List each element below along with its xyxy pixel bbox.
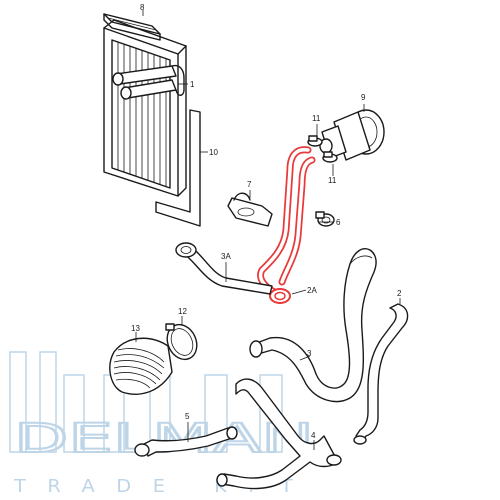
part-2-hose	[353, 303, 409, 445]
label-8: 8	[140, 3, 145, 12]
label-7: 7	[247, 180, 252, 189]
part-10-seal	[155, 109, 201, 227]
label-4: 4	[311, 431, 316, 440]
label-5: 5	[185, 412, 190, 421]
part-13-bellows	[109, 337, 173, 395]
part-12-ring	[165, 323, 198, 361]
watermark-text: DELMAN	[14, 416, 314, 462]
part-3a-hose	[175, 242, 273, 295]
part-9-pump	[319, 109, 385, 161]
callouts: 8 1 10 9 11 11 7 6 3A 2A 2 12 13 3 5 4	[131, 3, 402, 440]
label-10: 10	[209, 148, 218, 157]
label-3: 3	[307, 349, 312, 358]
leader-lines	[135, 10, 401, 450]
label-9: 9	[361, 93, 366, 102]
part-11-clamps	[307, 135, 338, 163]
part-7-bracket	[227, 192, 273, 227]
label-1: 1	[190, 80, 195, 89]
label-6: 6	[336, 218, 341, 227]
part-6-clamp	[315, 211, 335, 227]
label-2: 2	[397, 289, 402, 298]
label-12: 12	[178, 307, 187, 316]
part-3-hose	[249, 248, 377, 403]
label-11-top: 11	[312, 114, 321, 123]
label-11-bottom: 11	[328, 176, 337, 185]
label-13: 13	[131, 324, 140, 333]
label-2A: 2A	[307, 286, 317, 295]
part-1-heater-core	[103, 19, 187, 197]
label-3A: 3A	[221, 252, 231, 261]
part-4-hose	[216, 378, 342, 490]
